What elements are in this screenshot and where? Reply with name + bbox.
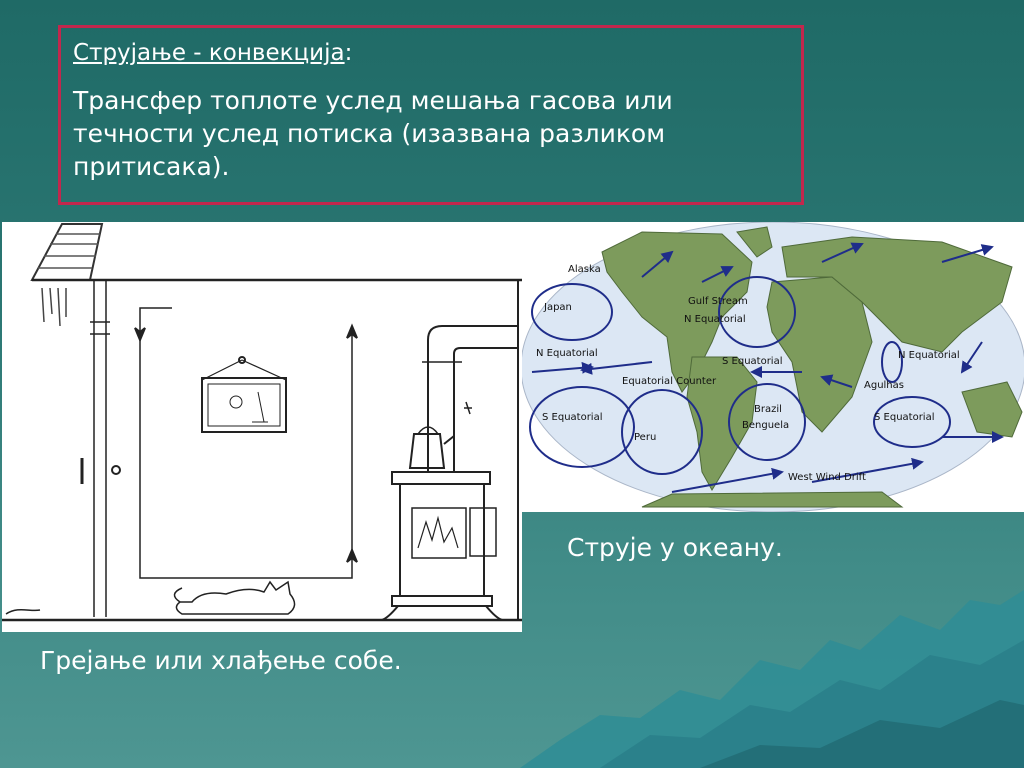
room-convection-illustration (2, 222, 522, 632)
map-label-west-wind-drift: West Wind Drift (788, 472, 866, 483)
definition-term: Струјање - конвекција (73, 40, 345, 66)
definition-colon: : (344, 40, 353, 66)
map-label-gulf-stream: Gulf Stream (688, 296, 748, 307)
definition-text: Трансфер топлоте услед мешања гасова или… (73, 86, 673, 181)
definition-box: Струјање - конвекција: Трансфер топлоте … (58, 25, 804, 205)
map-label-s-equatorial-ind: S Equatorial (874, 412, 935, 423)
ocean-currents-map: Alaska Japan Gulf Stream N Equatorial N … (522, 222, 1024, 512)
room-drawing (2, 223, 522, 622)
map-label-brazil: Brazil (754, 404, 782, 415)
ocean-map: Alaska Japan Gulf Stream N Equatorial N … (522, 222, 1024, 512)
ocean-caption: Струје у океану. (567, 533, 783, 562)
map-label-n-equatorial-atl: N Equatorial (684, 314, 746, 325)
map-label-equatorial-counter: Equatorial Counter (622, 376, 717, 387)
map-label-n-equatorial-ind: N Equatorial (898, 350, 960, 361)
map-label-n-equatorial-pac: N Equatorial (536, 348, 598, 359)
map-label-peru: Peru (634, 432, 656, 443)
definition-title: Струјање - конвекција: (73, 38, 789, 68)
map-label-alaska: Alaska (568, 264, 601, 275)
map-label-s-equatorial-pac: S Equatorial (542, 412, 603, 423)
map-label-s-equatorial-atl: S Equatorial (722, 356, 783, 367)
map-label-japan: Japan (543, 302, 572, 313)
map-label-agulhas: Agulhas (864, 380, 904, 391)
room-caption: Грејање или хлађење собе. (40, 646, 402, 675)
map-label-benguela: Benguela (742, 420, 789, 431)
